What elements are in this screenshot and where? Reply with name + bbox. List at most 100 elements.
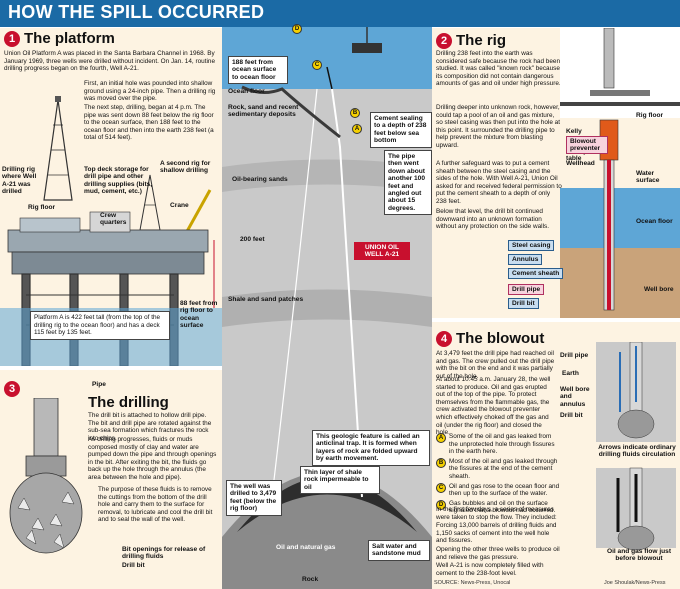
label-rig-height: 88 feet from rig floor to ocean surface (180, 300, 218, 330)
storage-block (89, 211, 131, 233)
label-bit-openings: Bit openings for release of drilling flu… (122, 546, 206, 561)
drilling-derrick (43, 96, 73, 201)
marker-d: D (292, 24, 302, 34)
label-oil-gas: Oil and natural gas (276, 544, 336, 551)
legend-text-d: Gas bubbles and oil on the surface signa… (449, 499, 556, 515)
legend-marker-c: C (436, 482, 446, 493)
label-blowout-drill-bit: Drill bit (560, 412, 583, 419)
shale-sand-layer (222, 289, 432, 327)
label-water-surface: Water surface (636, 170, 660, 185)
rig-cross-section (560, 28, 680, 318)
label-deck-storage: Top deck storage for drill pipe and othe… (84, 166, 153, 196)
label-normal-caption: Arrows indicate ordinary drilling fluids… (598, 444, 676, 459)
legend-item-b: B Most of the oil and gas leaked through… (436, 457, 560, 481)
platform-step2: The next step, drilling, began at 4 p.m.… (84, 104, 214, 142)
label-oil-sands: Oil-bearing sands (232, 176, 288, 183)
label-salt-water: Salt water and sandstone mud (368, 540, 430, 561)
legend-text-b: Most of the oil and gas leaked through t… (449, 457, 558, 480)
blowout-legend: A Some of the oil and gas leaked from th… (436, 433, 560, 517)
blowout-illustration (596, 342, 676, 551)
label-anticline: This geologic feature is called an antic… (312, 430, 430, 466)
label-rig-floor: Rig floor (28, 204, 56, 211)
bit-teeth (17, 491, 75, 549)
legend-marker-b: B (436, 457, 446, 468)
section-number-2: 2 (436, 33, 452, 49)
label-crew-quarters: Crew quarters (100, 212, 127, 227)
platform-heading: The platform (24, 30, 115, 47)
label-sediment: Rock, sand and recent sedimentary deposi… (228, 104, 299, 119)
label-rig-drill-bit: Drill bit (508, 298, 539, 309)
label-blowout-drill-pipe: Drill pipe (560, 352, 589, 359)
label-cement-sheath: Cement sheath (508, 268, 564, 279)
legend-text-c: Oil and gas rose to the ocean floor and … (449, 482, 560, 498)
drilling-p1: The drill bit is attached to hollow dril… (88, 412, 212, 442)
label-angle-note: The pipe then went down about another 10… (384, 150, 432, 216)
drilling-p3: The purpose of these fluids is to remove… (98, 486, 213, 524)
platform-step1: First, an initial hole was pounded into … (84, 80, 216, 103)
platform-top (352, 43, 382, 53)
blowout-bullet-3: Well A-21 is now completely filled with … (436, 562, 544, 577)
label-well-a21: UNION OIL WELL A-21 (354, 242, 410, 260)
blowout-p2: At about 10:45 a.m. January 28, the well… (436, 376, 551, 436)
platform-intro: Union Oil Platform A was placed in the S… (4, 50, 216, 73)
blowout-bullet-2: Opening the other three wells to produce… (436, 546, 560, 561)
fissure-path (241, 85, 341, 139)
label-shale-layer: Thin layer of shale rock impermeable to … (300, 466, 380, 495)
label-pipe: Pipe (92, 381, 106, 388)
header-banner (0, 0, 680, 27)
label-second-rig: A second rig for shallow drilling (160, 160, 211, 175)
label-blowout-well-bore: Well bore and annulus (560, 386, 590, 408)
legend-text-a: Some of the oil and gas leaked from the … (449, 433, 555, 456)
label-depth-200: 200 feet (240, 236, 265, 243)
rotary-table-shape (590, 90, 650, 96)
drilling-p2: As drilling progresses, fluids or muds c… (88, 436, 217, 481)
label-blowout-caption: Oil and gas flow just before blowout (606, 548, 672, 563)
bit-body (9, 472, 83, 554)
label-rig-well-bore: Well bore (644, 286, 674, 293)
label-ocean-floor: Ocean floor (228, 88, 265, 95)
legend-item-a: A Some of the oil and gas leaked from th… (436, 433, 560, 456)
other-well-pipe (271, 88, 318, 498)
label-rock: Rock (302, 576, 319, 583)
normal-bit (617, 409, 655, 439)
legend-item-c: C Oil and gas rose to the ocean floor an… (436, 482, 560, 498)
drilling-heading: The drilling (88, 394, 169, 411)
well-surface-pipe (326, 66, 333, 90)
label-drill-pipe: Drill pipe (508, 284, 545, 295)
label-kelly: Kelly (566, 128, 582, 135)
marker-c: C (312, 60, 322, 70)
lower-deck (11, 251, 205, 275)
oil-sands-layer (222, 159, 432, 192)
label-well-depth: The well was drilled to 3,479 feet (belo… (226, 480, 282, 516)
artist-credit: Joe Shoulak/News-Press (604, 580, 666, 586)
label-rig-area: Drilling rig where Well A-21 was drilled (2, 166, 37, 196)
label-earth: Earth (562, 370, 579, 377)
label-annulus: Annulus (508, 254, 543, 265)
section-number-4: 4 (436, 331, 452, 347)
section-number-1: 1 (4, 31, 20, 47)
drill-pipe-shape (33, 398, 59, 457)
label-cement-note: Cement sealing to a depth of 238 feet be… (370, 112, 432, 148)
drill-pipe-shape-rig (607, 160, 611, 310)
rig-p2: Drilling deeper into unknown rock, howev… (436, 104, 560, 149)
drill-bit-illustration (9, 398, 83, 554)
label-steel-casing: Steel casing (508, 240, 555, 251)
blowout-p3: In the first few days, a series of measu… (436, 506, 557, 521)
rig-floor-shape (560, 102, 680, 106)
label-wellhead: Wellhead (566, 160, 595, 167)
page-title: HOW THE SPILL OCCURRED (8, 2, 265, 22)
blowout-p1: At 3,479 feet the drill pipe had reached… (436, 350, 555, 380)
label-rig-floor-right: Rig floor (636, 112, 664, 119)
legend-item-d: D Gas bubbles and oil on the surface sig… (436, 499, 560, 515)
label-crane: Crane (170, 202, 189, 209)
blowout-bullet-1: Forcing 13,000 barrels of drilling fluid… (436, 522, 557, 545)
upper-deck (7, 229, 209, 253)
label-drill-bit: Drill bit (122, 562, 145, 569)
crane-boom (183, 189, 212, 236)
blowout-heading: The blowout (456, 330, 545, 347)
legend-marker-d: D (436, 499, 446, 510)
rig-heading: The rig (456, 32, 507, 49)
label-ocean-floor-right: Ocean floor (636, 218, 673, 225)
rig-seafloor (560, 248, 680, 318)
kelly-shape (603, 28, 615, 89)
